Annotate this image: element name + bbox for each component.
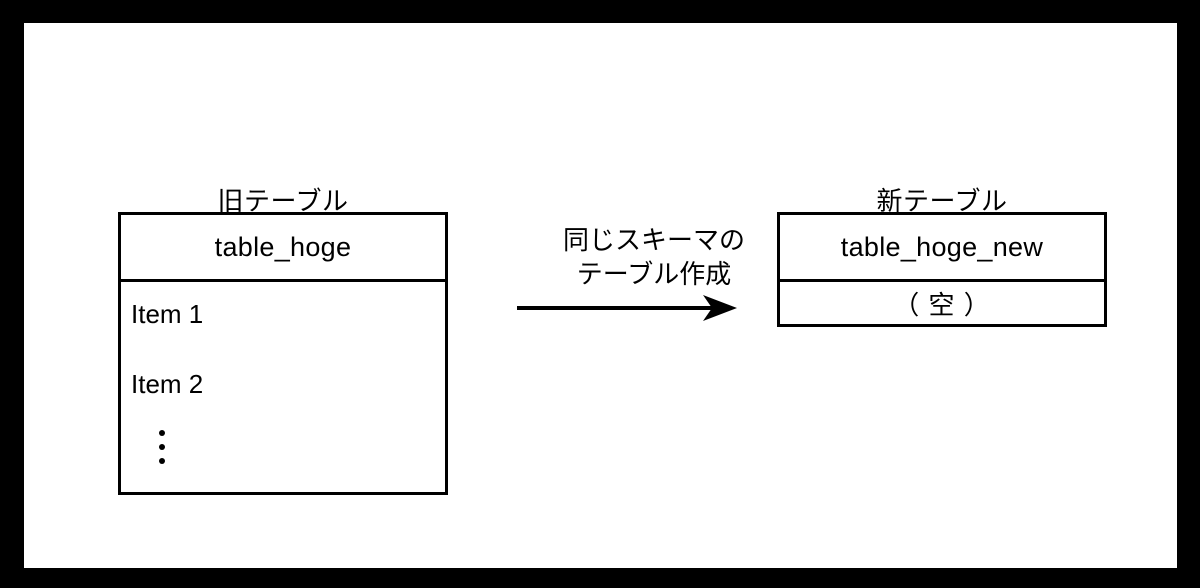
diagram-canvas: 旧テーブル table_hoge Item 1 Item 2 同じスキーマの テ…	[24, 23, 1177, 568]
transition-label-line2: テーブル作成	[576, 259, 732, 289]
transition-label: 同じスキーマの テーブル作成	[494, 223, 814, 291]
old-table-header: table_hoge	[121, 215, 445, 282]
old-table: table_hoge Item 1 Item 2	[118, 212, 448, 495]
table-row: Item 2	[131, 369, 204, 399]
arrow-right-icon	[517, 295, 737, 321]
new-table-header: table_hoge_new	[780, 215, 1104, 282]
new-table-body: （ 空 ）	[780, 282, 1104, 324]
new-table: table_hoge_new （ 空 ）	[777, 212, 1107, 327]
vertical-ellipsis-icon	[159, 430, 166, 465]
table-row: Item 1	[131, 299, 204, 329]
transition-label-line1: 同じスキーマの	[562, 225, 745, 255]
old-table-caption: 旧テーブル	[217, 186, 349, 216]
empty-state-label: （ 空 ）	[893, 289, 991, 320]
old-table-body: Item 1 Item 2	[121, 282, 445, 492]
new-table-caption: 新テーブル	[876, 186, 1008, 216]
